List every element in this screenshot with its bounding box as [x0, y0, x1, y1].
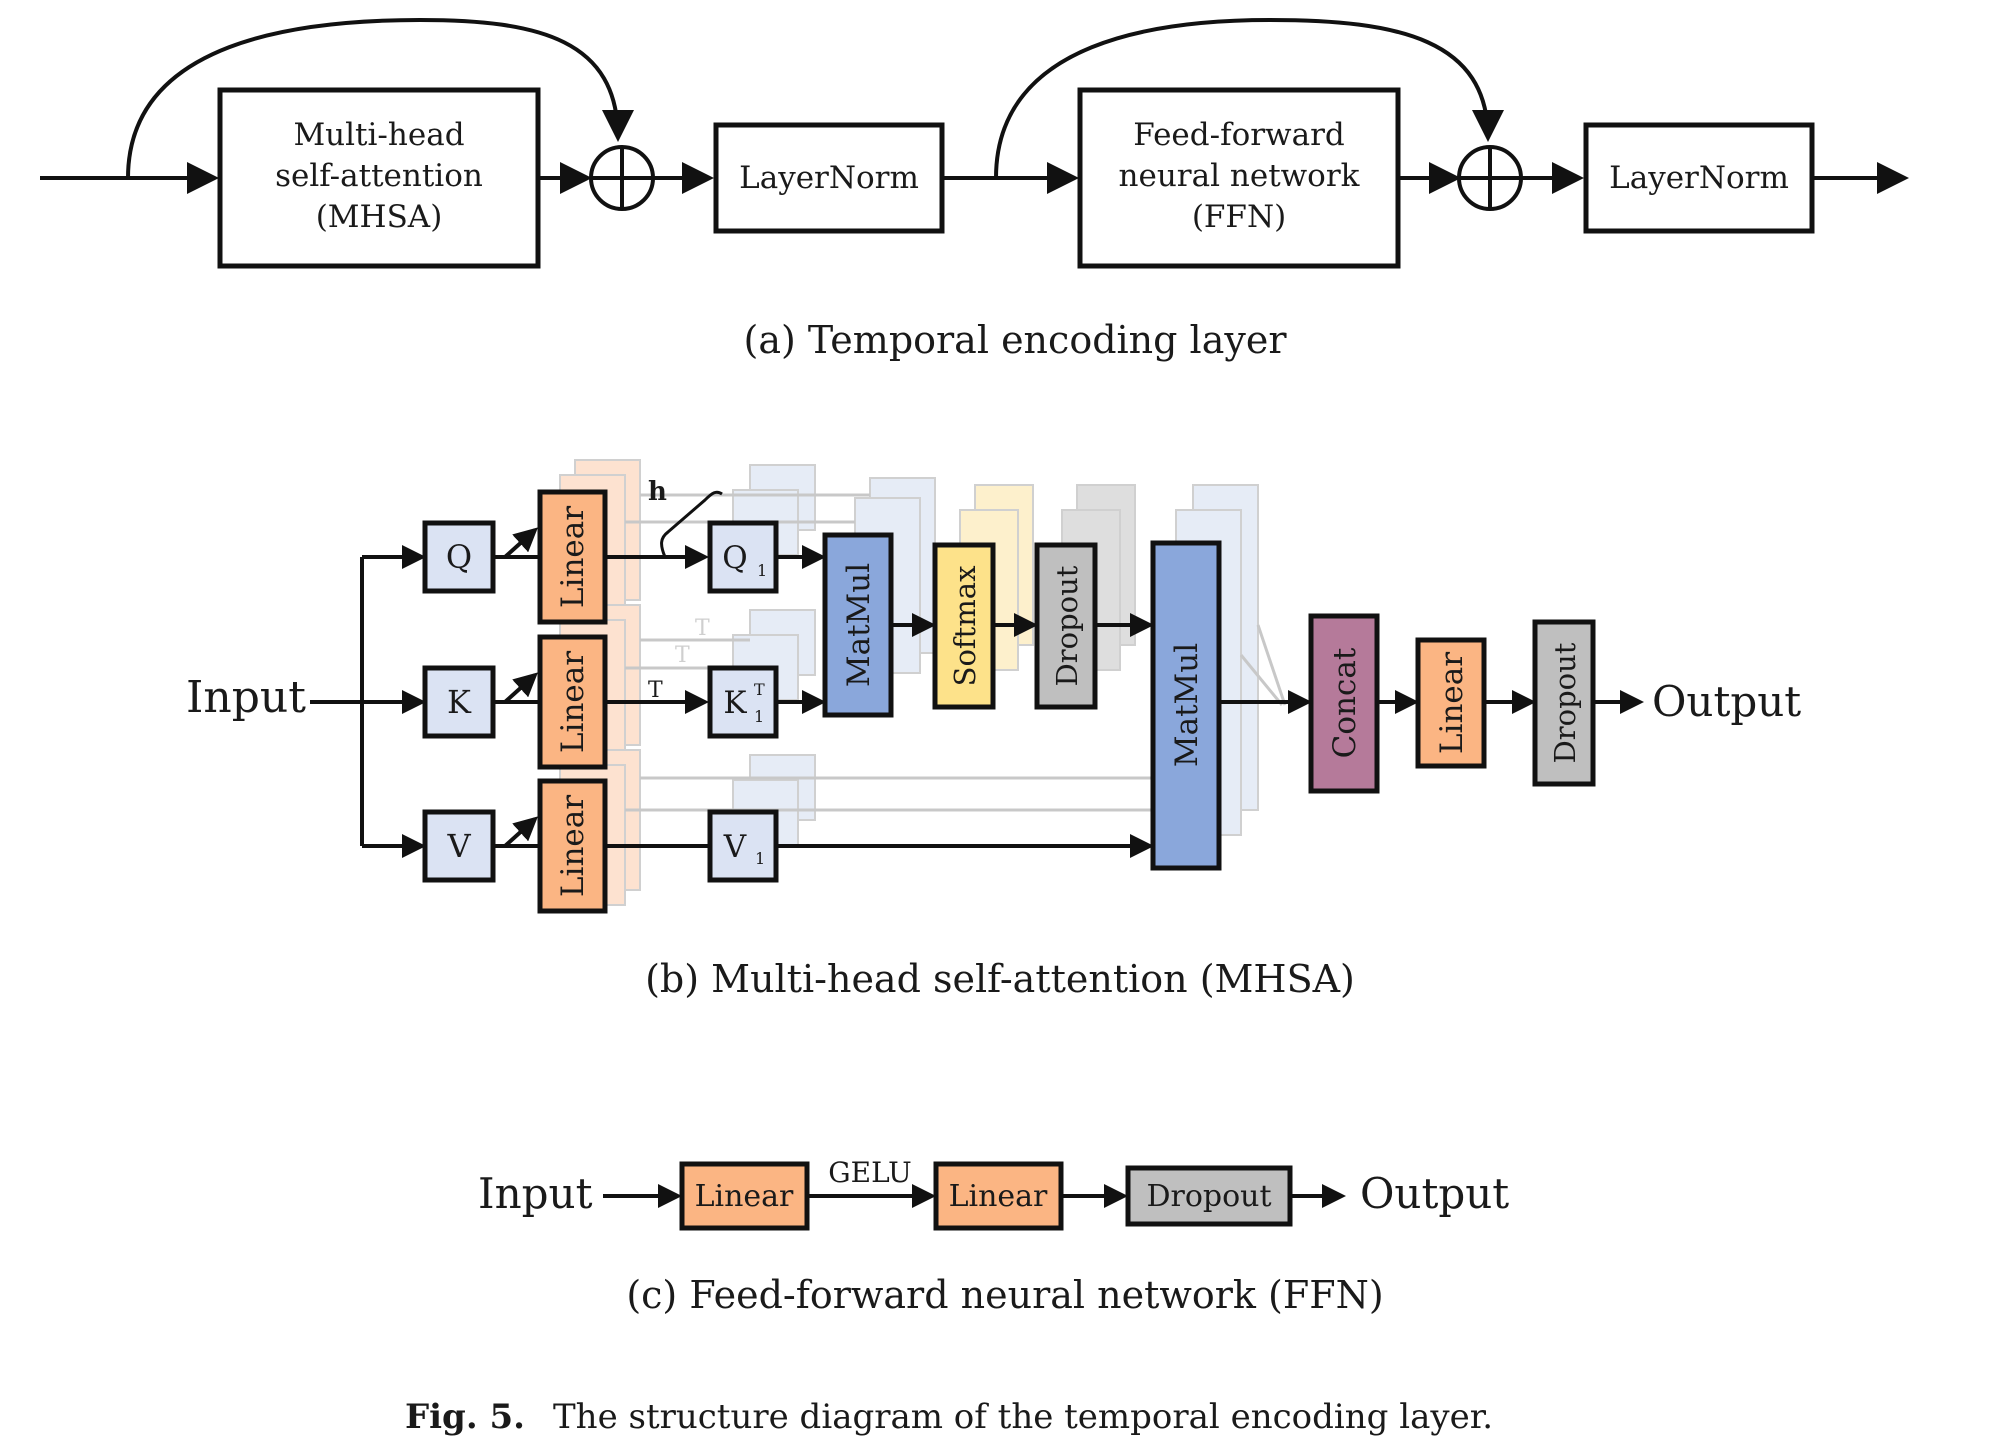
k-label: K [447, 683, 472, 721]
dropout2-box: Dropout [1532, 619, 1596, 787]
mhsa-label-line1: Multi-head [293, 117, 464, 153]
mhsa-box [217, 87, 541, 269]
matmul2-label: MatMul [1169, 643, 1205, 767]
k1-superscript: T [754, 680, 765, 699]
linear-out-box: Linear [1415, 637, 1487, 769]
q1-box: Q 1 [707, 520, 779, 594]
layernorm-label-1: LayerNorm [739, 160, 919, 196]
v1-box: V 1 [707, 809, 779, 883]
q-label: Q [446, 538, 472, 576]
matmul2-box: MatMul [1150, 540, 1222, 871]
figure-caption: Fig. 5. The structure diagram of the tem… [405, 1397, 1493, 1437]
layernorm-box-2 [1583, 122, 1815, 234]
k1-subscript: 1 [754, 707, 764, 726]
ffn-label-line2: neural network [1119, 158, 1360, 194]
linear-q-box: Linear [537, 489, 608, 625]
figure-caption-text: The structure diagram of the temporal en… [553, 1397, 1493, 1437]
linear-q-label: Linear [555, 506, 591, 608]
concat-label: Concat [1327, 647, 1363, 758]
ffn-label-line1: Feed-forward [1133, 117, 1344, 153]
softmax-box: Softmax [932, 542, 996, 710]
ffn-dropout-box: Dropout [1125, 1165, 1293, 1227]
v-label: V [446, 827, 471, 865]
ghost-transpose-label: T [675, 643, 690, 668]
k-box: K [422, 665, 496, 739]
softmax-label: Softmax [948, 566, 982, 687]
layernorm-label-2: LayerNorm [1609, 160, 1789, 196]
heads-label: h [648, 477, 667, 507]
mhsa-output-label: Output [1652, 677, 1801, 726]
matmul1-box: MatMul [822, 532, 894, 718]
ffn-label-line3: (FFN) [1192, 199, 1286, 235]
q1-subscript: 1 [757, 561, 767, 580]
panel-b-mhsa: T T Input Q K V Linear Linear [186, 459, 1801, 1001]
matmul1-label: MatMul [841, 563, 877, 687]
add-circle-icon-2 [1457, 145, 1523, 211]
ghost-transpose-label: T [695, 616, 710, 641]
caption-c: (c) Feed-forward neural network (FFN) [626, 1273, 1383, 1317]
ffn-linear2-box: Linear [933, 1161, 1064, 1231]
linear-k-box: Linear [537, 634, 608, 770]
layernorm-box-1 [713, 122, 945, 234]
q1-label: Q [722, 540, 747, 576]
gelu-label: GELU [828, 1156, 911, 1189]
k1-box: K 1 T [707, 665, 779, 739]
add-circle-icon-1 [589, 145, 655, 211]
ghost-line [1256, 624, 1287, 706]
ffn-output-label: Output [1360, 1169, 1509, 1218]
residual-arrow-1 [126, 17, 634, 179]
concat-box: Concat [1308, 613, 1380, 794]
ghost-line [1239, 654, 1284, 706]
v1-subscript: 1 [755, 849, 765, 868]
dropout2-label: Dropout [1548, 642, 1582, 763]
ffn-linear1-label: Linear [695, 1179, 794, 1214]
residual-arrow-2 [994, 17, 1504, 179]
dropout1-label: Dropout [1050, 565, 1084, 686]
panel-c-ffn: Input Linear GELU Linear Dropout Output … [478, 1156, 1509, 1317]
mhsa-label-line2: self-attention [275, 158, 483, 194]
ffn-input-label: Input [478, 1169, 593, 1218]
v-box: V [422, 809, 496, 883]
linear-out-label: Linear [1434, 652, 1470, 754]
arrow-v-to-linear [493, 819, 538, 848]
v1-label: V [723, 829, 747, 865]
panel-a-temporal-encoding-layer: Multi-head self-attention (MHSA) LayerNo… [40, 17, 1909, 362]
linear-k-label: Linear [555, 651, 591, 753]
arrow-k-to-linear [493, 675, 538, 704]
linear-v-label: Linear [555, 795, 591, 897]
linear-v-box: Linear [537, 778, 608, 914]
transpose-label: T [648, 678, 663, 703]
ffn-linear1-box: Linear [679, 1161, 810, 1231]
ffn-dropout-label: Dropout [1146, 1179, 1271, 1214]
caption-a: (a) Temporal encoding layer [744, 318, 1288, 362]
arrow-q-to-linear [493, 530, 538, 559]
dropout1-box: Dropout [1034, 542, 1098, 710]
heads-brace-icon [660, 490, 723, 558]
ffn-linear2-label: Linear [949, 1179, 1048, 1214]
figure-caption-label: Fig. 5. [405, 1397, 525, 1437]
mhsa-input-label: Input [186, 672, 306, 723]
k1-label: K [723, 685, 747, 721]
mhsa-label-line3: (MHSA) [316, 199, 443, 235]
q-box: Q [422, 520, 496, 594]
caption-b: (b) Multi-head self-attention (MHSA) [645, 957, 1355, 1001]
